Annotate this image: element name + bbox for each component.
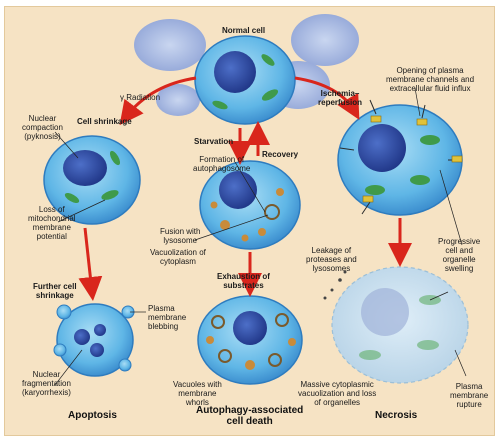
pathway-arrows xyxy=(78,76,412,301)
caption-autophagy-death: Autophagy-associated cell death xyxy=(196,405,304,427)
label-fusion: Fusion with lysosome xyxy=(160,227,201,245)
swelling-cell xyxy=(337,99,463,216)
label-normal-cell: Normal cell xyxy=(222,26,266,35)
label-plasma-channels: Opening of plasma membrane channels and … xyxy=(386,66,475,93)
caption-necrosis: Necrosis xyxy=(375,410,418,421)
necrotic-cell xyxy=(323,266,469,384)
label-nuclear-fragmentation: Nuclear fragmentation (karyorrhexis) xyxy=(22,370,71,397)
label-gamma-radiation: γ Radiation xyxy=(120,93,161,102)
label-progressive-swelling: Progressive cell and organelle swelling xyxy=(438,237,481,273)
label-nuclear-compaction: Nuclear compaction (pyknosis) xyxy=(22,114,63,141)
autophagic-death-cell xyxy=(197,295,303,385)
label-exhaustion: Exhaustion of substrates xyxy=(217,272,270,290)
label-ischemia: Ischemia– reperfusion xyxy=(318,89,363,107)
apoptotic-cell xyxy=(53,303,135,377)
autophagy-cell xyxy=(199,160,301,250)
label-leakage: Leakage of proteases and lysosomes xyxy=(306,246,357,273)
label-recovery: Recovery xyxy=(262,150,299,159)
label-blebbing: Plasma membrane blebbing xyxy=(148,304,187,331)
label-further-shrinkage: Further cell shrinkage xyxy=(33,282,77,300)
shrinking-cell xyxy=(43,135,141,225)
caption-apoptosis: Apoptosis xyxy=(68,410,117,421)
label-vacuoles-whorls: Vacuoles with membrane whorls xyxy=(173,380,222,407)
label-starvation: Starvation xyxy=(194,137,234,146)
label-cell-shrinkage: Cell shrinkage xyxy=(77,117,132,126)
normal-cell xyxy=(194,35,296,125)
label-autophagosome: Formation of autophagosome xyxy=(193,155,251,173)
label-loss-mito: Loss of mitochondrial membrane potential xyxy=(28,205,76,241)
label-membrane-rupture: Plasma membrane rupture xyxy=(450,382,489,409)
leader-lines xyxy=(54,87,467,386)
label-vacuolization: Vacuolization of cytoplasm xyxy=(150,248,206,266)
label-massive-vacuolization: Massive cytoplasmic vacuolization and lo… xyxy=(298,380,377,407)
